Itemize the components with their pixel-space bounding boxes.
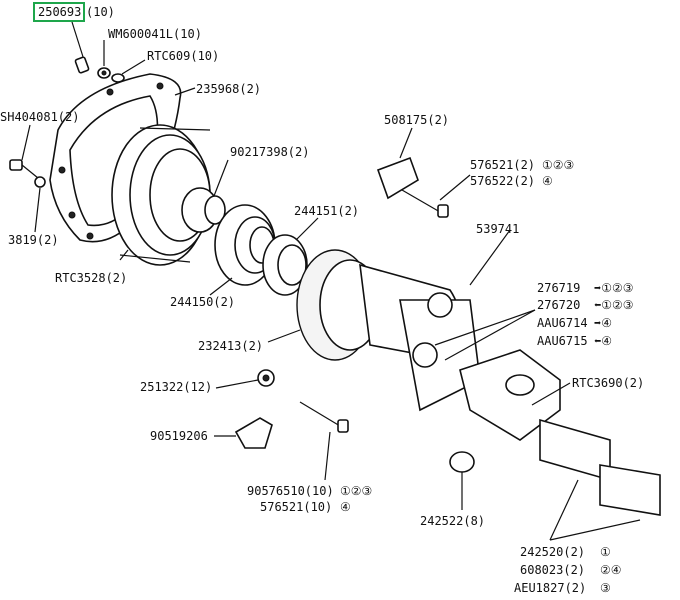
bolt-576521[interactable] [401,174,471,218]
label-539741[interactable]: 539741 [476,222,519,236]
label-608023[interactable]: 608023(2) [520,563,585,577]
label-aau6715[interactable]: AAU6715 [537,334,588,348]
label-wm600041l[interactable]: WM600041L(10) [108,27,202,41]
label-aeu1827[interactable]: AEU1827(2) [514,581,586,595]
label-90519206[interactable]: 90519206 [150,429,208,443]
label-242522[interactable]: 242522(8) [420,514,485,528]
bolt-sh404081[interactable] [9,124,39,179]
bolt-90576510[interactable] [299,401,349,481]
label-3819[interactable]: 3819(2) [8,233,59,247]
label-608023-ann: ②④ [600,563,622,577]
label-250693[interactable]: 250693 [38,5,81,19]
label-244151[interactable]: 244151(2) [294,204,359,218]
label-576522-ann: ④ [542,174,553,188]
label-aau6714-ann: ➡④ [594,316,612,330]
label-242520[interactable]: 242520(2) [520,545,585,559]
label-244150[interactable]: 244150(2) [170,295,235,309]
label-rtc3528[interactable]: RTC3528(2) [55,271,127,285]
label-576521-b-ann: ④ [340,500,351,514]
label-276720[interactable]: 276720 [537,298,580,312]
ring-244151[interactable] [262,217,319,296]
label-251322[interactable]: 251322(12) [140,380,212,394]
clip-508175[interactable] [376,127,419,200]
label-90576510[interactable]: 90576510(10) [247,484,334,498]
circlip-242522[interactable] [449,451,475,510]
nut-3819[interactable] [34,176,46,233]
label-aeu1827-ann: ③ [600,581,611,595]
seal-90217398[interactable] [181,159,229,233]
label-235968[interactable]: 235968(2) [196,82,261,96]
label-aau6714[interactable]: AAU6714 [537,316,588,330]
label-rtc609[interactable]: RTC609(10) [147,49,219,63]
label-508175[interactable]: 508175(2) [384,113,449,127]
nut-251322[interactable] [215,369,275,389]
bracket-90519206[interactable] [214,417,273,449]
shaft-242520[interactable] [459,349,661,541]
label-rtc3690[interactable]: RTC3690(2) [572,376,644,390]
spider-joint-539741[interactable] [399,229,511,412]
label-90576510-ann: ①②③ [340,484,372,498]
label-90217398[interactable]: 90217398(2) [230,145,309,159]
selection-highlight [33,2,85,22]
label-aau6715-ann: ⬅④ [594,334,612,348]
label-576522[interactable]: 576522(2) [470,174,535,188]
label-242520-ann: ① [600,545,611,559]
label-576521-a-ann: ①②③ [542,158,574,172]
label-232413[interactable]: 232413(2) [198,339,263,353]
washer-wm600041l[interactable] [97,40,111,79]
bolt-250693[interactable] [71,21,90,74]
label-576521-b[interactable]: 576521(10) [260,500,332,514]
label-276720-ann: ⬅①②③ [594,298,634,312]
label-sh404081[interactable]: SH404081(2) [0,110,79,124]
label-276719-ann: ➡①②③ [594,281,634,295]
label-250693-qty: (10) [86,5,115,19]
label-576521-a[interactable]: 576521(2) [470,158,535,172]
label-276719[interactable]: 276719 [537,281,580,295]
